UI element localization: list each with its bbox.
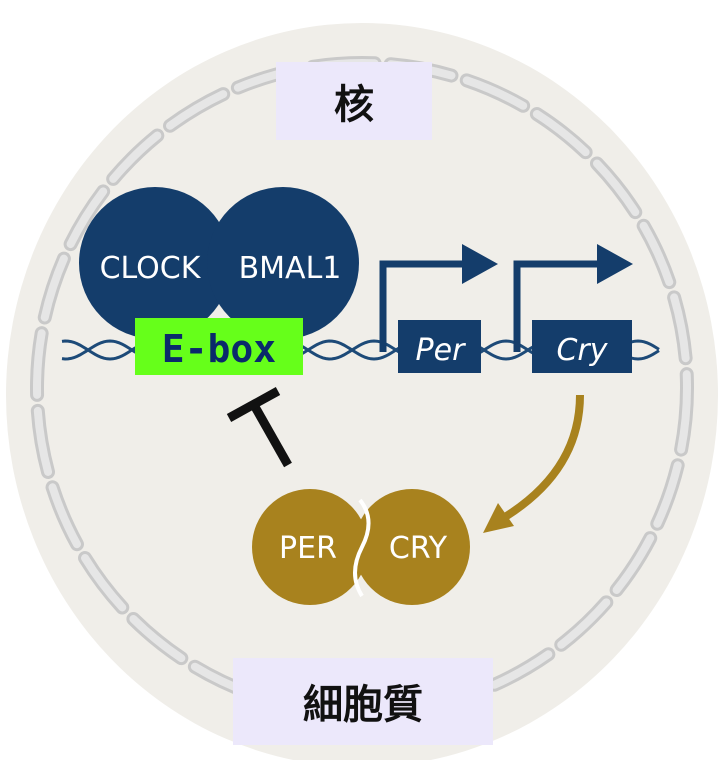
per-promoter-arrow	[379, 244, 498, 352]
nucleus-label: 核	[334, 82, 374, 128]
inhibition-arrow	[226, 387, 292, 468]
clock-label: CLOCK	[100, 251, 202, 286]
clock-bmal1-complex: CLOCK BMAL1	[79, 187, 359, 339]
cry-promoter-arrow	[513, 244, 633, 352]
cry-protein-label: CRY	[389, 531, 448, 566]
ebox-box	[135, 318, 303, 375]
per-gene-label: Per	[416, 333, 467, 368]
nucleus-label-box	[276, 62, 432, 140]
ebox-label: E-box	[162, 327, 276, 371]
cry-gene-label: Cry	[556, 333, 608, 368]
bmal1-label: BMAL1	[239, 251, 342, 286]
per-cry-complex: PER CRY	[252, 489, 470, 605]
translation-arrow	[483, 394, 584, 533]
cry-gene-box	[532, 320, 632, 373]
cytoplasm-label-box	[233, 658, 493, 745]
per-gene-box	[398, 320, 481, 373]
per-protein-label: PER	[279, 531, 337, 566]
cytoplasm-label: 細胞質	[303, 682, 423, 728]
